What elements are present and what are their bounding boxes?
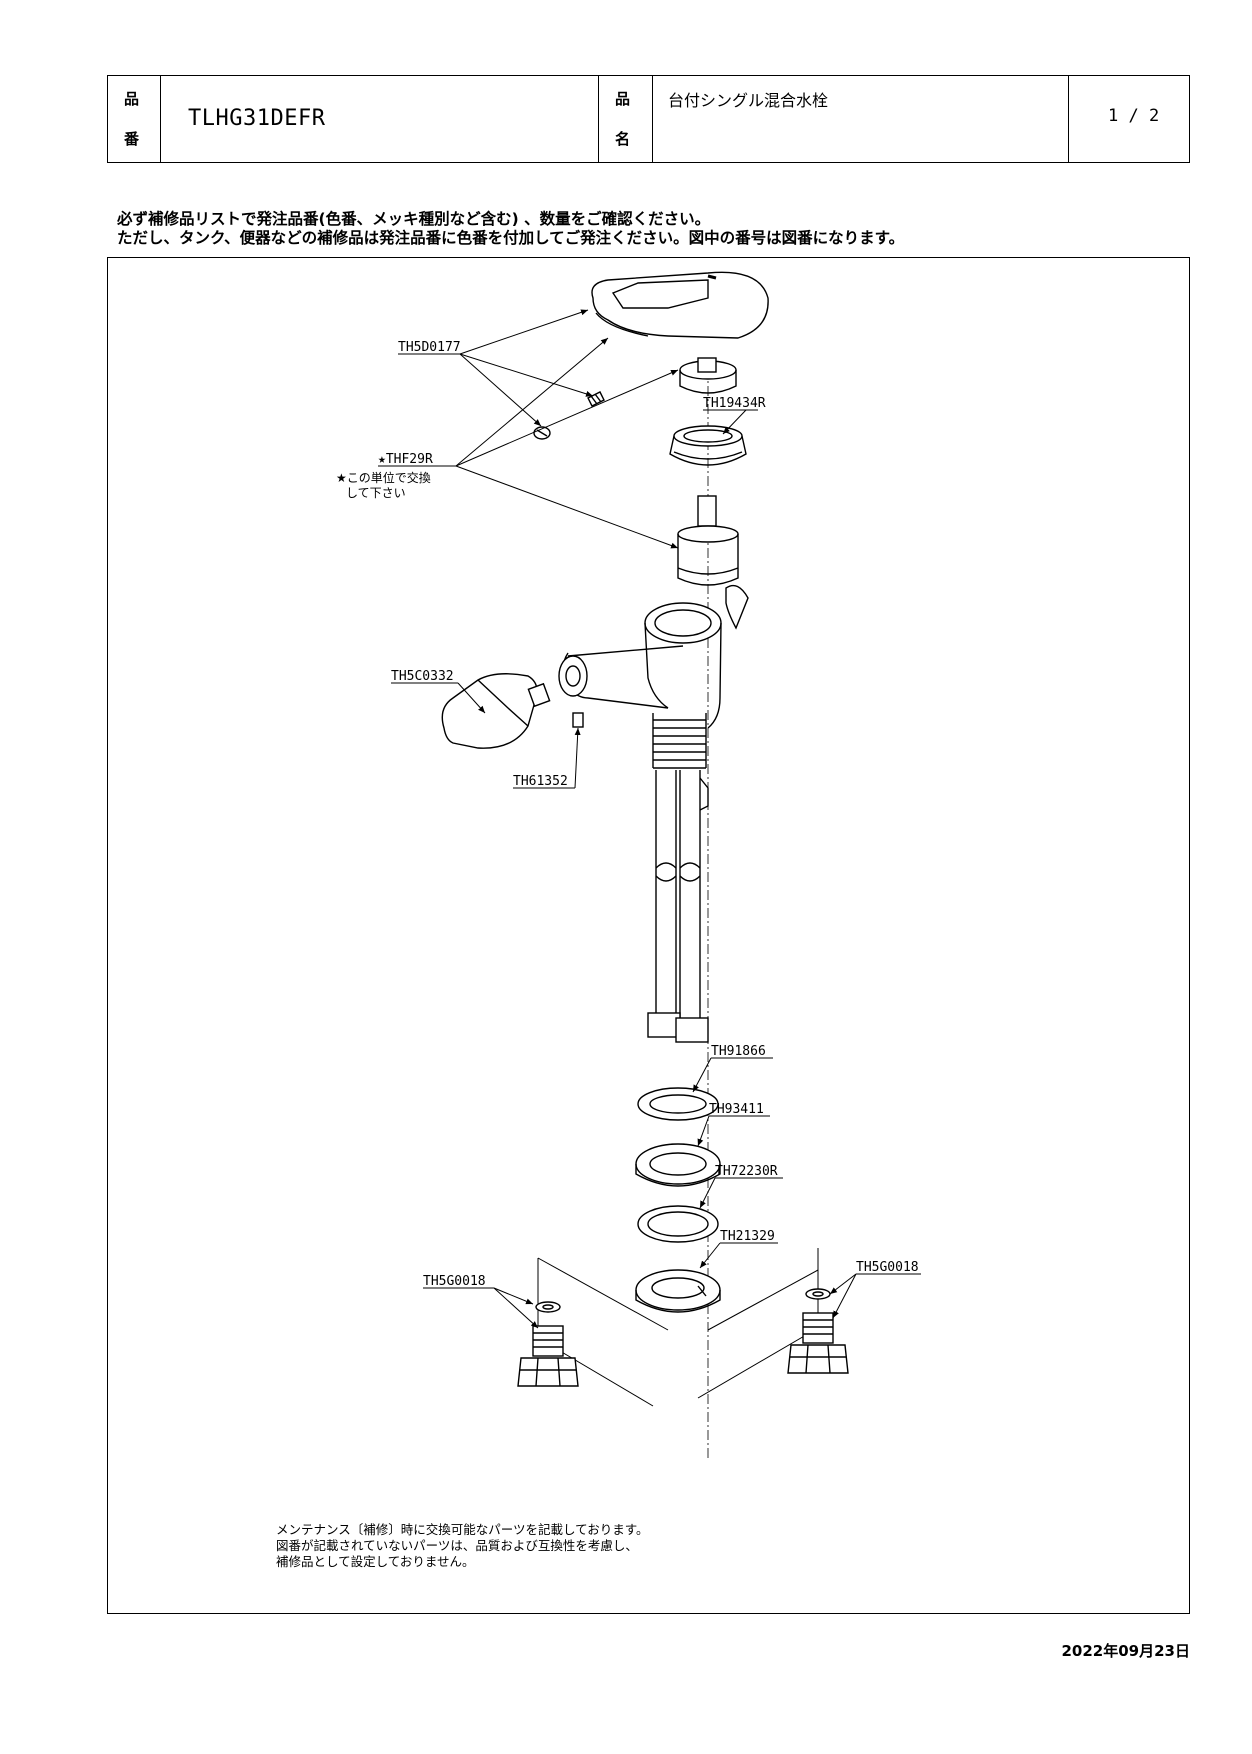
label-underlines [378, 353, 921, 1289]
exploded-diagram-frame: TH5D0177 TH19434R ★THF29R TH5C0332 TH613… [107, 257, 1190, 1614]
part-label-th21329: TH21329 [720, 1229, 775, 1244]
ring-nut-part [669, 425, 747, 466]
spout-part [441, 673, 551, 749]
product-name-label-2: 名 [615, 130, 631, 148]
product-code: TLHG31DEFR [188, 106, 326, 131]
part-label-th5g0018-left: TH5G0018 [423, 1274, 486, 1289]
part-label-th72230r: TH72230R [715, 1164, 778, 1179]
aerator-part [572, 712, 584, 728]
washer-th93411-part [635, 1143, 721, 1187]
order-notice-line-1: 必ず補修品リストで発注品番(色番、メッキ種別など含む) 、数量をご確認ください。 [117, 210, 711, 228]
exploded-diagram: TH5D0177 TH19434R ★THF29R TH5C0332 TH613… [276, 271, 921, 1569]
lock-nut-th21329-part [635, 1269, 721, 1313]
order-notice-line-2: ただし、タンク、便器などの補修品は発注品番に色番を付加してご発注ください。図中の… [117, 229, 905, 247]
order-notice: 必ず補修品リストで発注品番(色番、メッキ種別など含む) 、数量をご確認ください。… [117, 210, 904, 248]
supply-fitting-right-part [787, 1288, 849, 1374]
cartridge-part [677, 495, 739, 586]
product-code-label-1: 品 [124, 90, 140, 108]
washer-th91866-part [637, 1087, 719, 1121]
gasket-th72230r-part [637, 1205, 719, 1243]
product-name: 台付シングル混合水栓 [668, 91, 829, 110]
cartridge-cap-part [679, 357, 737, 394]
part-label-thf29r: ★THF29R [378, 452, 433, 467]
footnote-line-3: 補修品として設定しておりません。 [276, 1554, 475, 1569]
part-label-th5d0177: TH5D0177 [398, 340, 461, 355]
page-number: 1 / 2 [1108, 106, 1160, 126]
issue-date: 2022年09月23日 [1061, 1642, 1191, 1660]
leader-lines [455, 309, 857, 1329]
part-label-th19434r: TH19434R [703, 396, 766, 411]
part-label-th61352: TH61352 [513, 774, 568, 789]
supply-hoses [647, 770, 709, 1043]
footnote-line-1: メンテナンス〔補修〕時に交換可能なパーツを記載しております。 [276, 1522, 649, 1537]
supply-fitting-left-part [517, 1301, 579, 1387]
handle-screws [533, 391, 605, 440]
part-label-th91866: TH91866 [711, 1044, 766, 1059]
part-label-th5c0332: TH5C0332 [391, 669, 454, 684]
title-block: 品 番 TLHG31DEFR 品 名 台付シングル混合水栓 1 / 2 [107, 75, 1190, 163]
handle-lever-part [591, 271, 769, 339]
faucet-body-part [558, 584, 749, 769]
product-name-label-1: 品 [615, 90, 631, 108]
part-label-th5g0018-right: TH5G0018 [856, 1260, 919, 1275]
thf29r-note-line-1: ★この単位で交換 [336, 470, 431, 485]
footnote-line-2: 図番が記載されていないパーツは、品質および互換性を考慮し、 [276, 1538, 638, 1553]
product-code-label-2: 番 [124, 130, 140, 148]
part-label-th93411: TH93411 [709, 1102, 764, 1117]
thf29r-note-line-2: して下さい [346, 486, 406, 500]
